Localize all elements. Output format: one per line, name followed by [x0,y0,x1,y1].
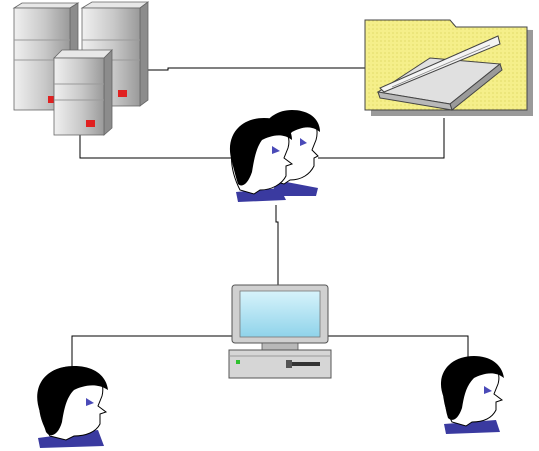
connector-workstation-right-user [328,335,469,362]
monitor-screen [239,290,321,338]
user-pair[interactable] [229,110,320,202]
flatbed-scanner[interactable] [364,19,533,116]
monitor-stand [261,342,299,351]
user-right[interactable] [440,356,504,434]
user-left[interactable] [37,366,109,448]
connector-workstation-left-user [71,335,232,380]
server-tower-icon [53,49,113,136]
user-head-icon [440,356,504,434]
connector-servers-scanner [145,67,365,71]
desktop-computer-icon [228,284,332,379]
connector-users-workstation [275,205,279,288]
connections [71,67,469,380]
connector-scanner-users [318,118,445,159]
connector-servers-users [79,135,232,159]
power-indicator [236,360,240,364]
server-cluster[interactable] [12,1,150,136]
drive-slot [290,362,320,366]
user-head-icon [37,366,109,448]
scanner-icon [376,35,503,111]
workstation[interactable] [228,284,332,379]
user-head-icon [229,118,294,202]
